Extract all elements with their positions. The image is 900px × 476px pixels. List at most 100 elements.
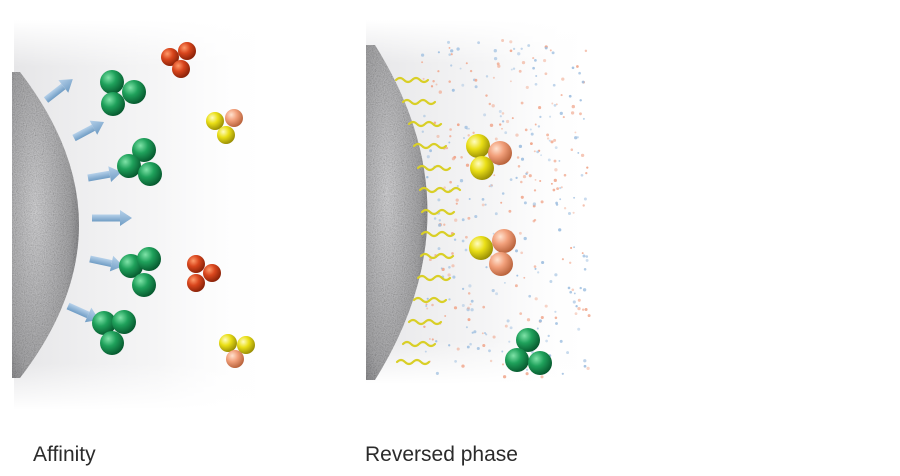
mobile-phase-dot xyxy=(431,303,434,307)
mobile-phase-dot xyxy=(567,286,571,290)
mobile-phase-dot xyxy=(484,332,486,334)
reversed-phase-bead-surface xyxy=(366,45,428,380)
mobile-phase-dot xyxy=(586,366,590,371)
mobile-phase-dot xyxy=(421,130,424,133)
mobile-phase-dot xyxy=(490,184,493,187)
mobile-phase-dot xyxy=(532,57,535,60)
green-protein-bound xyxy=(117,138,162,186)
affinity-molecules xyxy=(92,42,255,368)
mobile-phase-dot xyxy=(579,99,582,102)
mobile-phase-dot xyxy=(469,342,472,346)
reversed-phase-molecules xyxy=(466,134,552,375)
mobile-phase-dot xyxy=(426,175,429,179)
mobile-phase-dot xyxy=(515,176,518,180)
mobile-phase-dot xyxy=(437,70,440,73)
mobile-phase-dot xyxy=(435,371,439,375)
mobile-phase-dot xyxy=(517,165,521,168)
mobile-phase-dot xyxy=(488,349,491,353)
mobile-phase-dot xyxy=(536,327,539,330)
mobile-phase-dot xyxy=(449,128,452,131)
mobile-phase-dot xyxy=(485,333,488,336)
mobile-phase-dot xyxy=(489,123,494,128)
mobile-phase-dot xyxy=(553,159,557,163)
mobile-phase-dot xyxy=(443,223,446,226)
mobile-phase-dot xyxy=(450,49,454,53)
mobile-phase-dot xyxy=(520,101,524,105)
mobile-phase-dot xyxy=(501,350,504,353)
mobile-phase-dot xyxy=(474,85,478,89)
mobile-phase-dot xyxy=(474,78,478,82)
mobile-phase-dot xyxy=(426,297,429,300)
mobile-phase-dot xyxy=(423,114,426,118)
mobile-phase-dot xyxy=(586,166,589,169)
mobile-phase-dot xyxy=(559,186,562,190)
mobile-phase-dot xyxy=(461,287,465,291)
mobile-phase-dot xyxy=(525,372,529,376)
mobile-phase-dot xyxy=(570,111,575,115)
mobile-phase-dot xyxy=(508,209,512,213)
mobile-phase-dot xyxy=(540,315,544,320)
mobile-phase-dot xyxy=(430,85,434,88)
mobile-phase-dot xyxy=(494,137,498,141)
mobile-phase-dot xyxy=(493,174,496,177)
mobile-phase-dot xyxy=(549,115,552,118)
mobile-phase-dot xyxy=(451,88,455,92)
mobile-phase-dot xyxy=(459,179,464,183)
mobile-phase-dot xyxy=(508,340,511,343)
mobile-phase-dot xyxy=(582,117,585,120)
mobile-phase-dot xyxy=(491,104,495,108)
mobile-phase-dot xyxy=(452,275,456,279)
mobile-phase-dot xyxy=(456,47,460,51)
mobile-phase-dot xyxy=(505,119,510,124)
mobile-phase-dot xyxy=(553,178,557,183)
mobile-phase-dot xyxy=(533,150,536,153)
mobile-phase-dot xyxy=(583,268,587,271)
hydrophobic-ligand-chains xyxy=(394,76,462,366)
mobile-phase-dot xyxy=(569,261,572,264)
mobile-phase-dot xyxy=(584,308,588,311)
mobile-phase-dot xyxy=(510,68,513,71)
mobile-phase-dot xyxy=(509,80,512,83)
mobile-phase-dot xyxy=(516,156,520,159)
affinity-panel xyxy=(12,20,276,410)
mobile-phase-dot xyxy=(465,163,470,167)
mobile-phase-dot xyxy=(515,133,519,137)
mobile-phase-dot xyxy=(534,123,537,126)
mobile-phase-dot xyxy=(563,207,567,210)
mobile-phase-dot xyxy=(523,276,526,279)
mobile-phase-dot xyxy=(451,252,454,255)
mobile-phase-dot xyxy=(467,306,470,310)
mobile-phase-dot xyxy=(433,217,437,220)
affinity-bead-surface xyxy=(12,72,79,378)
mobile-phase-dot xyxy=(521,60,526,65)
mobile-phase-dot xyxy=(520,180,523,184)
mobile-phase-dot xyxy=(516,274,519,277)
mobile-phase-dot xyxy=(581,80,585,84)
mobile-phase-dot xyxy=(572,300,576,304)
mobile-phase-dot xyxy=(540,154,542,157)
yellow-salmon-protein xyxy=(219,334,255,368)
mobile-phase-dot xyxy=(544,72,548,76)
mobile-phase-dot xyxy=(501,192,505,195)
mobile-phase-dot xyxy=(573,246,576,249)
mobile-phase-dot xyxy=(532,66,535,70)
mobile-phase-dot xyxy=(504,324,508,328)
mobile-phase-dot xyxy=(464,125,468,130)
mobile-phase-dot xyxy=(448,344,451,347)
mobile-phase-dot xyxy=(454,360,457,363)
mobile-phase-dot xyxy=(488,102,492,106)
mobile-phase-dot xyxy=(477,41,480,45)
mobile-phase-dot xyxy=(509,326,513,330)
mobile-phase-dot xyxy=(583,197,587,201)
mobile-phase-dot xyxy=(580,153,585,158)
mobile-phase-dot xyxy=(581,252,584,255)
mobile-phase-dot xyxy=(540,200,544,204)
reversed-phase-panel xyxy=(366,20,596,384)
mobile-phase-dot xyxy=(437,51,440,54)
mobile-phase-dot xyxy=(471,331,474,334)
mobile-phase-dot xyxy=(433,121,437,124)
mobile-phase-dot xyxy=(497,64,501,68)
mobile-phase-dot xyxy=(533,265,537,268)
mobile-phase-dot xyxy=(476,346,480,351)
mobile-phase-dot xyxy=(455,202,458,205)
